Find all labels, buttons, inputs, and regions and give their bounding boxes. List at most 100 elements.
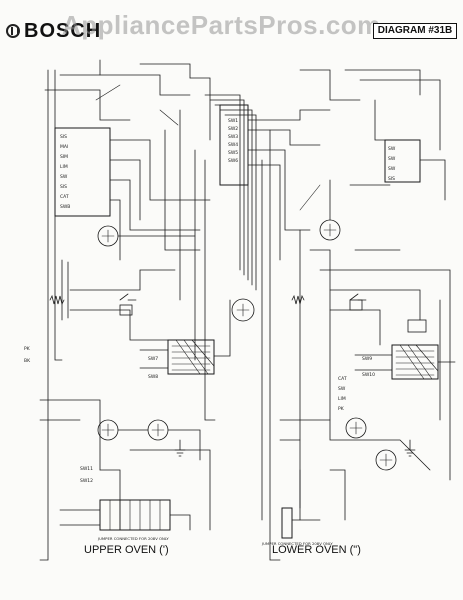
terminal-label: SIS (388, 176, 395, 182)
terminal-label: BK (24, 358, 31, 364)
trace (69, 309, 176, 341)
trace (164, 129, 201, 251)
trace (44, 89, 131, 121)
trace (109, 159, 141, 221)
brand-name: BOSCH (24, 20, 102, 42)
terminal-label: CAT (338, 376, 347, 382)
jumper-note: JUMPER CONNECTED FOR 208V ONLY (261, 541, 333, 546)
trace (39, 69, 49, 561)
motor-icon (345, 417, 367, 439)
trace (39, 399, 101, 471)
relay-label: SW10 (362, 372, 375, 378)
lower-terminal-block (281, 507, 293, 539)
trace (247, 109, 331, 121)
trace (247, 164, 281, 261)
motor-icon (231, 298, 255, 322)
element-icon (291, 294, 305, 305)
sensor-box (407, 319, 427, 333)
trace (167, 429, 201, 461)
trace (374, 99, 401, 141)
trace (344, 69, 421, 96)
terminal-label: SWB (60, 204, 70, 210)
schematic-part (159, 109, 179, 126)
sensor-box (119, 304, 133, 316)
schematic-part (379, 453, 393, 467)
terminal-label: SW (388, 156, 396, 162)
trace (213, 299, 231, 357)
watermark: AppliancePartsPros.com (62, 10, 381, 40)
trace (204, 159, 216, 421)
sensor-box (349, 299, 363, 311)
header: BOSCH AppliancePartsPros.com DIAGRAM #31… (0, 0, 463, 48)
terminal-label: SIM (60, 154, 68, 160)
terminal-label: SIS (60, 134, 67, 140)
relay-label: SW8 (148, 374, 158, 380)
switch-icon (119, 293, 137, 301)
schematic-part (101, 229, 115, 243)
motor-icon (375, 449, 397, 471)
trace (129, 449, 211, 531)
terminal-label: MAI (60, 144, 68, 150)
relay-label: SW1 (228, 118, 238, 124)
trace (359, 79, 441, 151)
relay-label: SW11 (80, 466, 93, 472)
relay-label: SW2 (228, 126, 238, 132)
trace (189, 77, 211, 141)
terminal-label: SIS (60, 184, 67, 190)
bus (209, 99, 245, 276)
schematic-part (236, 303, 250, 317)
terminal-label: PK (24, 346, 31, 352)
switch-icon (349, 293, 367, 301)
connector-block (219, 104, 249, 186)
trace (59, 74, 191, 96)
trace (329, 309, 381, 346)
terminal-label: SW (338, 386, 346, 392)
schematic-part (175, 339, 215, 375)
ground-icon (174, 439, 186, 457)
upper-terminal-block (99, 499, 171, 531)
terminal-label: LIM (338, 396, 346, 402)
trace (54, 69, 63, 361)
motor-icon (319, 219, 341, 241)
schematic-part: SIS MAI SIM LIM SW SIS CAT SWB PK BK SW … (24, 118, 396, 546)
trace (319, 269, 451, 481)
upper-relay-bank (167, 339, 215, 375)
schematic-part (349, 421, 363, 435)
trace (247, 149, 311, 231)
schematic-part (39, 59, 456, 561)
schematic-part (299, 184, 321, 211)
schematic-part (395, 350, 435, 376)
trace (169, 514, 191, 531)
terminal-label: CAT (60, 194, 69, 200)
trace (247, 129, 321, 146)
relay-label: SW4 (228, 142, 238, 148)
trace (419, 159, 446, 201)
trace (269, 129, 281, 561)
terminal-label: LIM (60, 164, 68, 170)
jumper-note: JUMPER CONNECTED FOR 208V ONLY (97, 536, 169, 541)
relay-label: SW5 (228, 150, 238, 156)
schematic-part (171, 345, 211, 371)
ground-icon (404, 439, 416, 457)
lower-relay-bank (391, 344, 439, 380)
trace (139, 63, 191, 79)
schematic-part (323, 223, 337, 237)
trace (329, 289, 421, 321)
schematic-part (101, 423, 115, 437)
trace (69, 269, 176, 291)
upper-oven-caption: UPPER OVEN (') (84, 544, 169, 556)
relay-label: SW6 (228, 158, 238, 164)
bosch-logo-icon (6, 24, 20, 38)
trace (299, 69, 361, 101)
terminal-label: SW (388, 166, 396, 172)
lower-oven-caption: LOWER OVEN (") (272, 544, 361, 556)
diagram-label: DIAGRAM #31B (373, 23, 457, 39)
bus (204, 94, 241, 271)
bus (219, 109, 253, 286)
bus (224, 114, 257, 291)
relay-label: SW9 (362, 356, 372, 362)
relay-label: SW3 (228, 134, 238, 140)
schematic-part (151, 423, 165, 437)
terminal-label: PK (338, 406, 345, 412)
